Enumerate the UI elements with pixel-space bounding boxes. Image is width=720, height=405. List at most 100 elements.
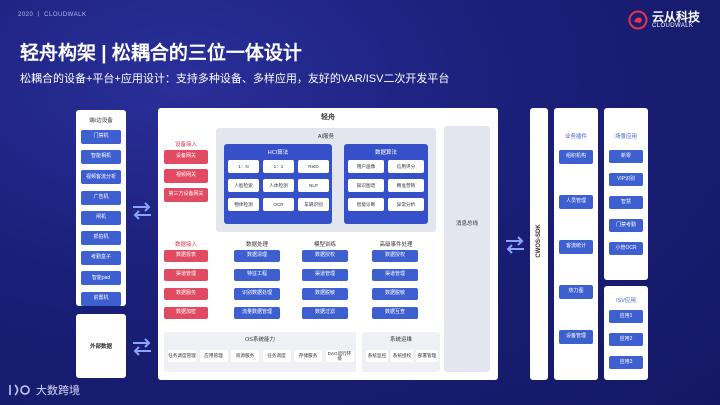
biz-item: 客流统计 [559,240,593,254]
app-item: 门禁考勤 [609,219,643,232]
data-proc-title: 数据处理 [245,242,268,248]
data-access-title: 数据接入 [174,242,197,248]
ai-service-title: AI服务 [317,134,335,140]
os-item: 资源服务 [231,350,259,362]
data-proc-item: 数据清理 [234,250,280,262]
device-access-item: 设备网关 [164,150,208,164]
biz-title: 业务插件 [564,134,587,140]
data-proc-item: 识别数据处理 [234,288,280,300]
data-access-item: 数据加密 [164,307,208,319]
footer-brand: 大数跨境 [8,382,80,398]
device-item: 前置机 [81,291,121,306]
model-train-title: 模型训练 [313,242,336,248]
ops-title: 系统运维 [389,337,412,343]
data-algo-item: 精准营销 [388,179,424,192]
external-arrow-icon [133,338,151,356]
ops-item: 系统监控 [366,350,388,362]
logo: 云从科技 CLOUDWALK [628,10,700,30]
device-item: 闸机 [81,210,121,225]
devices-title: 端/边设备 [89,118,113,124]
device-item: 考勤盒子 [81,251,121,266]
os-item: 存储服务 [294,350,322,362]
sdk-label: CWOS-SDK [536,224,542,258]
event-item: 数据授权 [372,250,418,262]
os-item: 应用管理 [199,350,228,362]
data-algo-item: 用户画像 [348,160,384,173]
os-item: 任务调度管理 [168,350,196,362]
data-algo-item: 知识图谱 [348,179,384,192]
events-title: 高级事件处理 [379,242,413,248]
page-title: 轻舟构架 | 松耦合的三位一体设计 [20,43,302,64]
data-access-item: 数据服务 [164,288,208,300]
event-item: 渠道管理 [372,269,418,281]
hci-item: 1：1 [263,160,294,173]
isv-item: 应用3 [609,356,643,369]
device-item: 智能pad [81,271,121,286]
model-item: 数据脱敏 [302,288,348,300]
isv-panel: ISV应用 应用1 应用2 应用3 [604,286,648,380]
data-algo-item: 异常分析 [388,198,424,211]
data-algo-item: 智能诊断 [348,198,384,211]
biz-item: 设备管理 [559,330,593,344]
platform-panel: 轻舟 设备接入 设备网关视频网关第三方设备网关 AI服务 HCI算法 1：N 1：… [158,108,498,380]
isv-title: ISV应用 [616,298,636,304]
hci-item: 物体检测 [228,198,259,211]
hci-item: 1：N [228,160,259,173]
data-access-item: 数据报表 [164,250,208,262]
model-item: 渠道管理 [302,269,348,281]
data-proc-item: 流量数据管理 [234,307,280,319]
event-item: 数据互查 [372,307,418,319]
hci-title: HCI算法 [267,150,289,156]
isv-item: 应用1 [609,310,643,323]
biz-item: 组织机构 [559,150,593,164]
data-algo-title: 数据算法 [374,150,397,156]
ops-item: 部署管理 [416,350,438,362]
external-label: 外部数据 [89,344,112,350]
apps-panel: 场景应用 新零 VIP识别智慧门禁考勤小管OCR [604,108,648,280]
header-meta: 2020 丨 CLOUDWALK [18,12,87,18]
device-item: 抓拍机 [81,231,121,245]
data-access-item: 渠道管理 [164,269,208,281]
hci-item: 人脸检索 [228,179,259,192]
hci-item: 车辆识别 [298,198,329,211]
app-item: VIP识别 [609,173,643,186]
message-bus-label: 消息总线 [455,221,478,227]
device-access-item: 视频网关 [164,169,208,183]
biz-item: 热力图 [559,285,593,299]
brand-mark-icon [9,384,30,396]
os-title: OS系统能力 [245,337,275,343]
data-proc-item: 特征工程 [234,269,280,281]
model-item: 数据授权 [302,250,348,262]
external-panel: 外部数据 [76,314,126,378]
app-item: 智慧 [609,196,643,209]
model-item: 数据过滤 [302,307,348,319]
hci-item: OCR [263,198,294,211]
sdk-panel: CWOS-SDK [530,108,548,380]
cloudwalk-logo-icon [628,10,648,30]
device-access-title: 设备接入 [174,142,197,148]
logo-en: CLOUDWALK [651,23,694,29]
apps-title: 场景应用 [614,134,637,140]
hci-item: NLP [298,179,329,192]
device-access-item: 第三方设备网关 [164,188,208,202]
biz-item: 人员管理 [559,195,593,209]
devices-panel: 端/边设备 门禁机智能相机视频客流分析广告机闸机抓拍机考勤盒子智能pad 前置机 [76,110,126,306]
logo-cn: 云从科技 [651,10,700,24]
biz-panel: 业务插件 组织机构人员管理客流统计热力图设备管理 [554,108,598,380]
device-item: 门禁机 [81,130,121,144]
event-item: 数据脱敏 [372,288,418,300]
device-item: 视频客流分析 [81,170,121,185]
message-bus-box [444,126,490,372]
device-item: 广告机 [81,190,121,205]
app-item: 小管OCR [609,242,643,255]
platform-arrow-icon [506,236,524,254]
data-algo-item: 信用评分 [388,160,424,173]
device-arrow-icon [133,202,151,220]
app-item: 新零 [609,150,643,163]
platform-title: 轻舟 [321,114,335,121]
os-box [164,332,356,372]
hci-item: 人体检测 [263,179,294,192]
device-item: 智能相机 [81,150,121,165]
os-item: DAG运行环境 [325,350,354,362]
isv-item: 应用2 [609,333,643,346]
